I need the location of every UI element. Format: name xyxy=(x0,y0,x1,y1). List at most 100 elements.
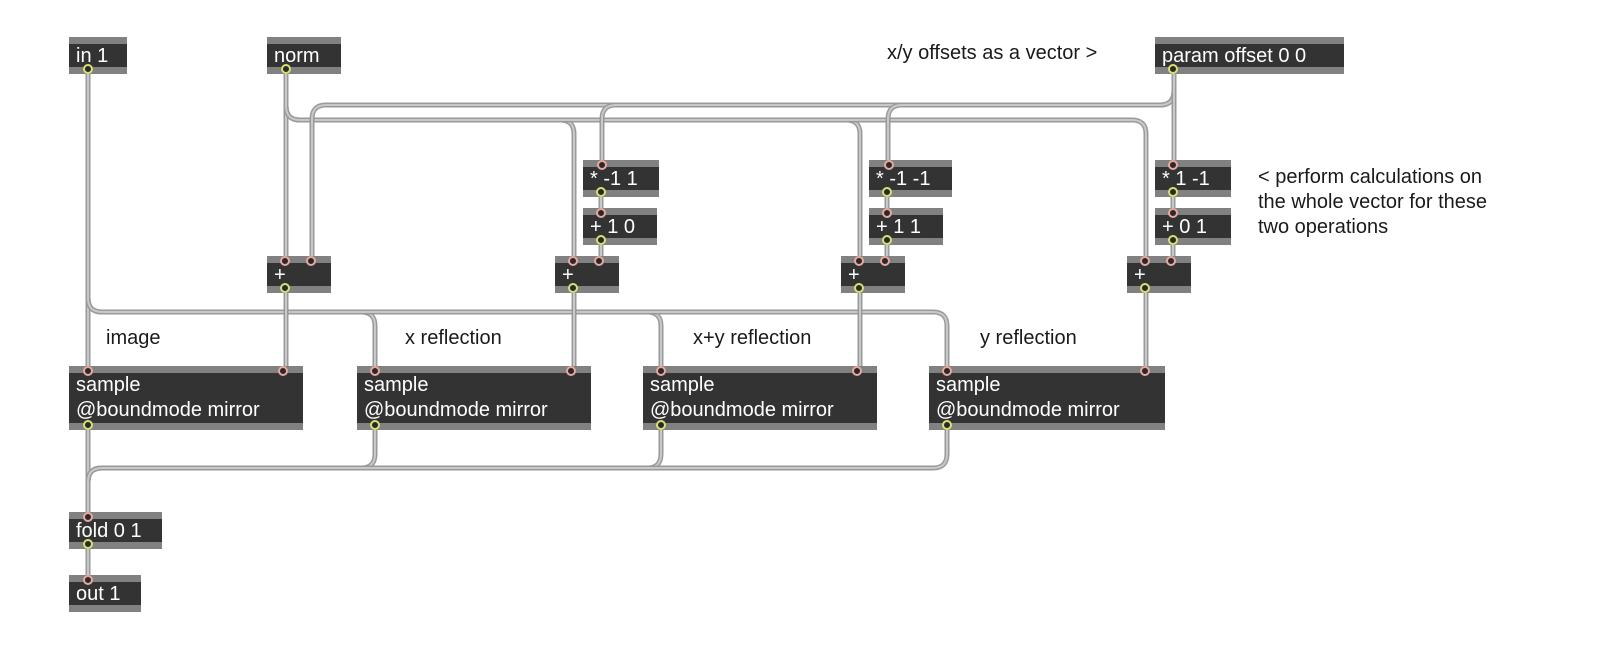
add-x-object[interactable]: + 1 0 xyxy=(583,208,657,245)
cord-sample-x-to-fold[interactable] xyxy=(85,423,378,521)
plus-image-label: + xyxy=(274,264,286,286)
cord-param-to-plus-image-core xyxy=(311,69,1175,263)
sample-y-line-1: sample xyxy=(936,374,1001,396)
plus-image-right-inlet[interactable] xyxy=(306,256,316,266)
sample-x-outlet[interactable] xyxy=(370,420,380,430)
xy-reflection-comment: x+y reflection xyxy=(693,327,812,349)
perform-calculations-comment: < perform calculations on the whole vect… xyxy=(1258,165,1487,240)
sample-x-line-1: sample xyxy=(364,374,429,396)
sample-image-outlet[interactable] xyxy=(83,420,93,430)
sample-x-left-inlet[interactable] xyxy=(370,366,380,376)
plus-y-right-inlet[interactable] xyxy=(1166,256,1176,266)
plus-xy-right-inlet[interactable] xyxy=(880,256,890,266)
sample-y-right-inlet[interactable] xyxy=(1140,366,1150,376)
multiply-y-outlet[interactable] xyxy=(1168,187,1178,197)
plus-x-outlet[interactable] xyxy=(568,283,578,293)
sample-y-outlet[interactable] xyxy=(942,420,952,430)
add-x-inlet[interactable] xyxy=(596,208,606,218)
sample-image-right-inlet[interactable] xyxy=(278,366,288,376)
add-y-inlet[interactable] xyxy=(1168,208,1178,218)
in-1-object[interactable]: in 1 xyxy=(69,37,127,74)
out-1-object[interactable]: out 1 xyxy=(69,575,141,612)
sample-x-reflection-object[interactable]: sample @boundmode mirror xyxy=(357,366,591,430)
plus-image-outlet[interactable] xyxy=(280,283,290,293)
plus-y-left-inlet[interactable] xyxy=(1140,256,1150,266)
sample-image-line-1: sample xyxy=(76,374,141,396)
in-1-label: in 1 xyxy=(76,45,109,67)
plus-y-object[interactable]: + xyxy=(1127,256,1191,293)
multiply-y-object[interactable]: * 1 -1 xyxy=(1155,160,1231,197)
plus-xy-outlet[interactable] xyxy=(854,283,864,293)
add-x-outlet[interactable] xyxy=(596,235,606,245)
sample-image-line-2: @boundmode mirror xyxy=(76,399,260,421)
param-offset-label: param offset 0 0 xyxy=(1162,45,1307,67)
plus-xy-object[interactable]: + xyxy=(841,256,905,293)
cord-norm-to-plus-y-core xyxy=(285,69,1147,263)
sample-y-left-inlet[interactable] xyxy=(942,366,952,376)
plus-x-object[interactable]: + xyxy=(555,256,619,293)
multiply-x-object[interactable]: * -1 1 xyxy=(583,160,659,197)
fold-inlet[interactable] xyxy=(83,512,93,522)
norm-object[interactable]: norm xyxy=(267,37,341,74)
add-xy-inlet[interactable] xyxy=(882,208,892,218)
cord-sample-x-to-fold-core xyxy=(87,425,376,519)
multiply-xy-object[interactable]: * -1 -1 xyxy=(869,160,952,197)
plus-image-object[interactable]: + xyxy=(267,256,331,293)
plus-y-label: + xyxy=(1134,264,1146,286)
sample-x-right-inlet[interactable] xyxy=(566,366,576,376)
cord-norm-to-plus-x-core xyxy=(285,69,575,263)
add-y-label: + 0 1 xyxy=(1162,216,1208,238)
multiply-y-inlet[interactable] xyxy=(1168,160,1178,170)
fold-outlet[interactable] xyxy=(83,539,93,549)
add-xy-outlet[interactable] xyxy=(882,235,892,245)
multiply-x-label: * -1 1 xyxy=(590,168,638,190)
fold-object[interactable]: fold 0 1 xyxy=(69,512,162,549)
add-x-label: + 1 0 xyxy=(590,216,636,238)
add-y-outlet[interactable] xyxy=(1168,235,1178,245)
cord-sample-y-to-fold[interactable] xyxy=(85,423,950,521)
out-1-inlet[interactable] xyxy=(83,575,93,585)
plus-xy-label: + xyxy=(848,264,860,286)
cord-in1-to-sample-y[interactable] xyxy=(85,67,950,375)
cord-sample-y-to-fold-core xyxy=(87,425,948,519)
y-reflection-comment: y reflection xyxy=(980,327,1077,349)
cord-norm-to-plus-x[interactable] xyxy=(283,67,577,265)
plus-x-left-inlet[interactable] xyxy=(568,256,578,266)
param-offset-outlet[interactable] xyxy=(1168,64,1178,74)
param-offset-object[interactable]: param offset 0 0 xyxy=(1155,37,1344,74)
perform-comment-line-2: the whole vector for these xyxy=(1258,191,1488,213)
fold-label: fold 0 1 xyxy=(76,520,142,542)
cord-param-to-plus-image[interactable] xyxy=(309,67,1177,265)
perform-comment-line-3: two operations xyxy=(1258,216,1389,238)
multiply-x-outlet[interactable] xyxy=(596,187,606,197)
sample-y-reflection-object[interactable]: sample @boundmode mirror xyxy=(929,366,1165,430)
sample-xy-left-inlet[interactable] xyxy=(656,366,666,376)
offsets-comment: x/y offsets as a vector > xyxy=(887,42,1098,64)
sample-xy-outlet[interactable] xyxy=(656,420,666,430)
cord-in1-to-sample-y-core xyxy=(87,69,948,373)
plus-image-left-inlet[interactable] xyxy=(280,256,290,266)
multiply-y-label: * 1 -1 xyxy=(1162,168,1210,190)
multiply-x-inlet[interactable] xyxy=(597,160,607,170)
sample-xy-reflection-object[interactable]: sample @boundmode mirror xyxy=(643,366,877,430)
add-xy-label: + 1 1 xyxy=(876,216,922,238)
in-1-outlet[interactable] xyxy=(83,64,93,74)
plus-xy-left-inlet[interactable] xyxy=(854,256,864,266)
multiply-xy-inlet[interactable] xyxy=(884,160,894,170)
plus-x-label: + xyxy=(562,264,574,286)
sample-xy-right-inlet[interactable] xyxy=(852,366,862,376)
norm-outlet[interactable] xyxy=(281,64,291,74)
add-xy-object[interactable]: + 1 1 xyxy=(869,208,943,245)
sample-y-line-2: @boundmode mirror xyxy=(936,399,1120,421)
norm-label: norm xyxy=(274,45,320,67)
multiply-xy-outlet[interactable] xyxy=(882,187,892,197)
sample-x-line-2: @boundmode mirror xyxy=(364,399,548,421)
plus-y-outlet[interactable] xyxy=(1140,283,1150,293)
add-y-object[interactable]: + 0 1 xyxy=(1155,208,1231,245)
plus-x-right-inlet[interactable] xyxy=(594,256,604,266)
sample-image-left-inlet[interactable] xyxy=(83,366,93,376)
cord-norm-to-plus-y[interactable] xyxy=(283,67,1149,265)
multiply-xy-label: * -1 -1 xyxy=(876,168,931,190)
sample-image-object[interactable]: sample @boundmode mirror xyxy=(69,366,303,430)
